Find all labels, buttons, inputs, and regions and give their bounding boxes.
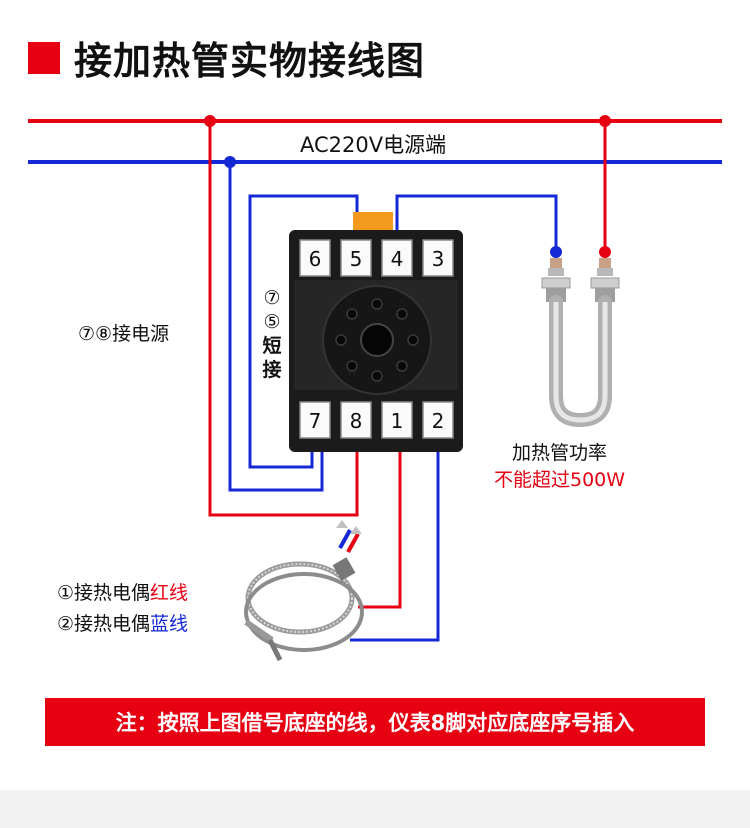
thermo-blue-color: 蓝线 — [150, 613, 188, 635]
bottom-terminal-row: 7 8 1 2 — [299, 401, 454, 439]
note-banner: 注：按照上图借号底座的线，仪表8脚对应底座序号插入 — [45, 698, 705, 746]
title-block: 接加热管实物接线图 — [28, 30, 425, 85]
heater-power-label: 加热管功率 — [512, 442, 607, 464]
terminal-5: 5 — [350, 247, 363, 271]
terminal-7: 7 — [309, 409, 322, 433]
terminal-4: 4 — [391, 247, 404, 271]
terminal-1: 1 — [391, 409, 404, 433]
socket-pin-holes — [335, 298, 419, 382]
svg-text:②接热电偶蓝线: ②接热电偶蓝线 — [57, 613, 188, 635]
wire-thermo-blue — [350, 440, 440, 642]
bottom-strip — [0, 790, 750, 828]
short-label-5: ⑤ — [263, 311, 280, 333]
terminal-6: 6 — [309, 247, 322, 271]
wire-red-to-8 — [208, 121, 359, 517]
label-78-power: ⑦⑧接电源 — [78, 323, 169, 345]
terminal-8: 8 — [350, 409, 363, 433]
thermocouple-labels: ①接热电偶红线 ②接热电偶蓝线 — [57, 582, 188, 635]
heater-terminal-red — [599, 246, 611, 258]
thermocouple-probe — [244, 520, 364, 662]
wiring-diagram: AC220V电源端 — [28, 115, 722, 662]
short-label-7: ⑦ — [263, 287, 280, 309]
heater-terminal-blue — [550, 246, 562, 258]
heater-tube — [541, 258, 620, 428]
page-title: 接加热管实物接线图 — [74, 39, 426, 83]
relay-socket-base: 6 5 4 3 7 8 1 2 — [289, 212, 463, 452]
wire-short-7-5 — [248, 194, 359, 469]
title-marker — [28, 41, 60, 74]
terminal-3: 3 — [432, 247, 445, 271]
top-terminal-row: 6 5 4 3 — [299, 239, 454, 277]
heater-power-limit: 不能超过500W — [494, 469, 625, 491]
wire-4-to-heater — [395, 194, 558, 252]
short-label: ⑦ ⑤ 短 接 — [262, 287, 281, 381]
socket-center-hole — [360, 323, 394, 357]
thermo-red-color: 红线 — [150, 582, 188, 604]
wire-blue-to-7 — [228, 162, 324, 492]
terminal-2: 2 — [432, 409, 445, 433]
short-label-duan: 短 — [262, 334, 281, 357]
svg-text:①接热电偶红线: ①接热电偶红线 — [57, 582, 188, 604]
thermo-blue-prefix: ②接热电偶 — [57, 613, 150, 635]
power-label: AC220V电源端 — [300, 133, 446, 157]
wire-thermo-red — [358, 440, 402, 609]
short-label-jie: 接 — [262, 359, 281, 381]
thermo-red-prefix: ①接热电偶 — [57, 582, 150, 604]
